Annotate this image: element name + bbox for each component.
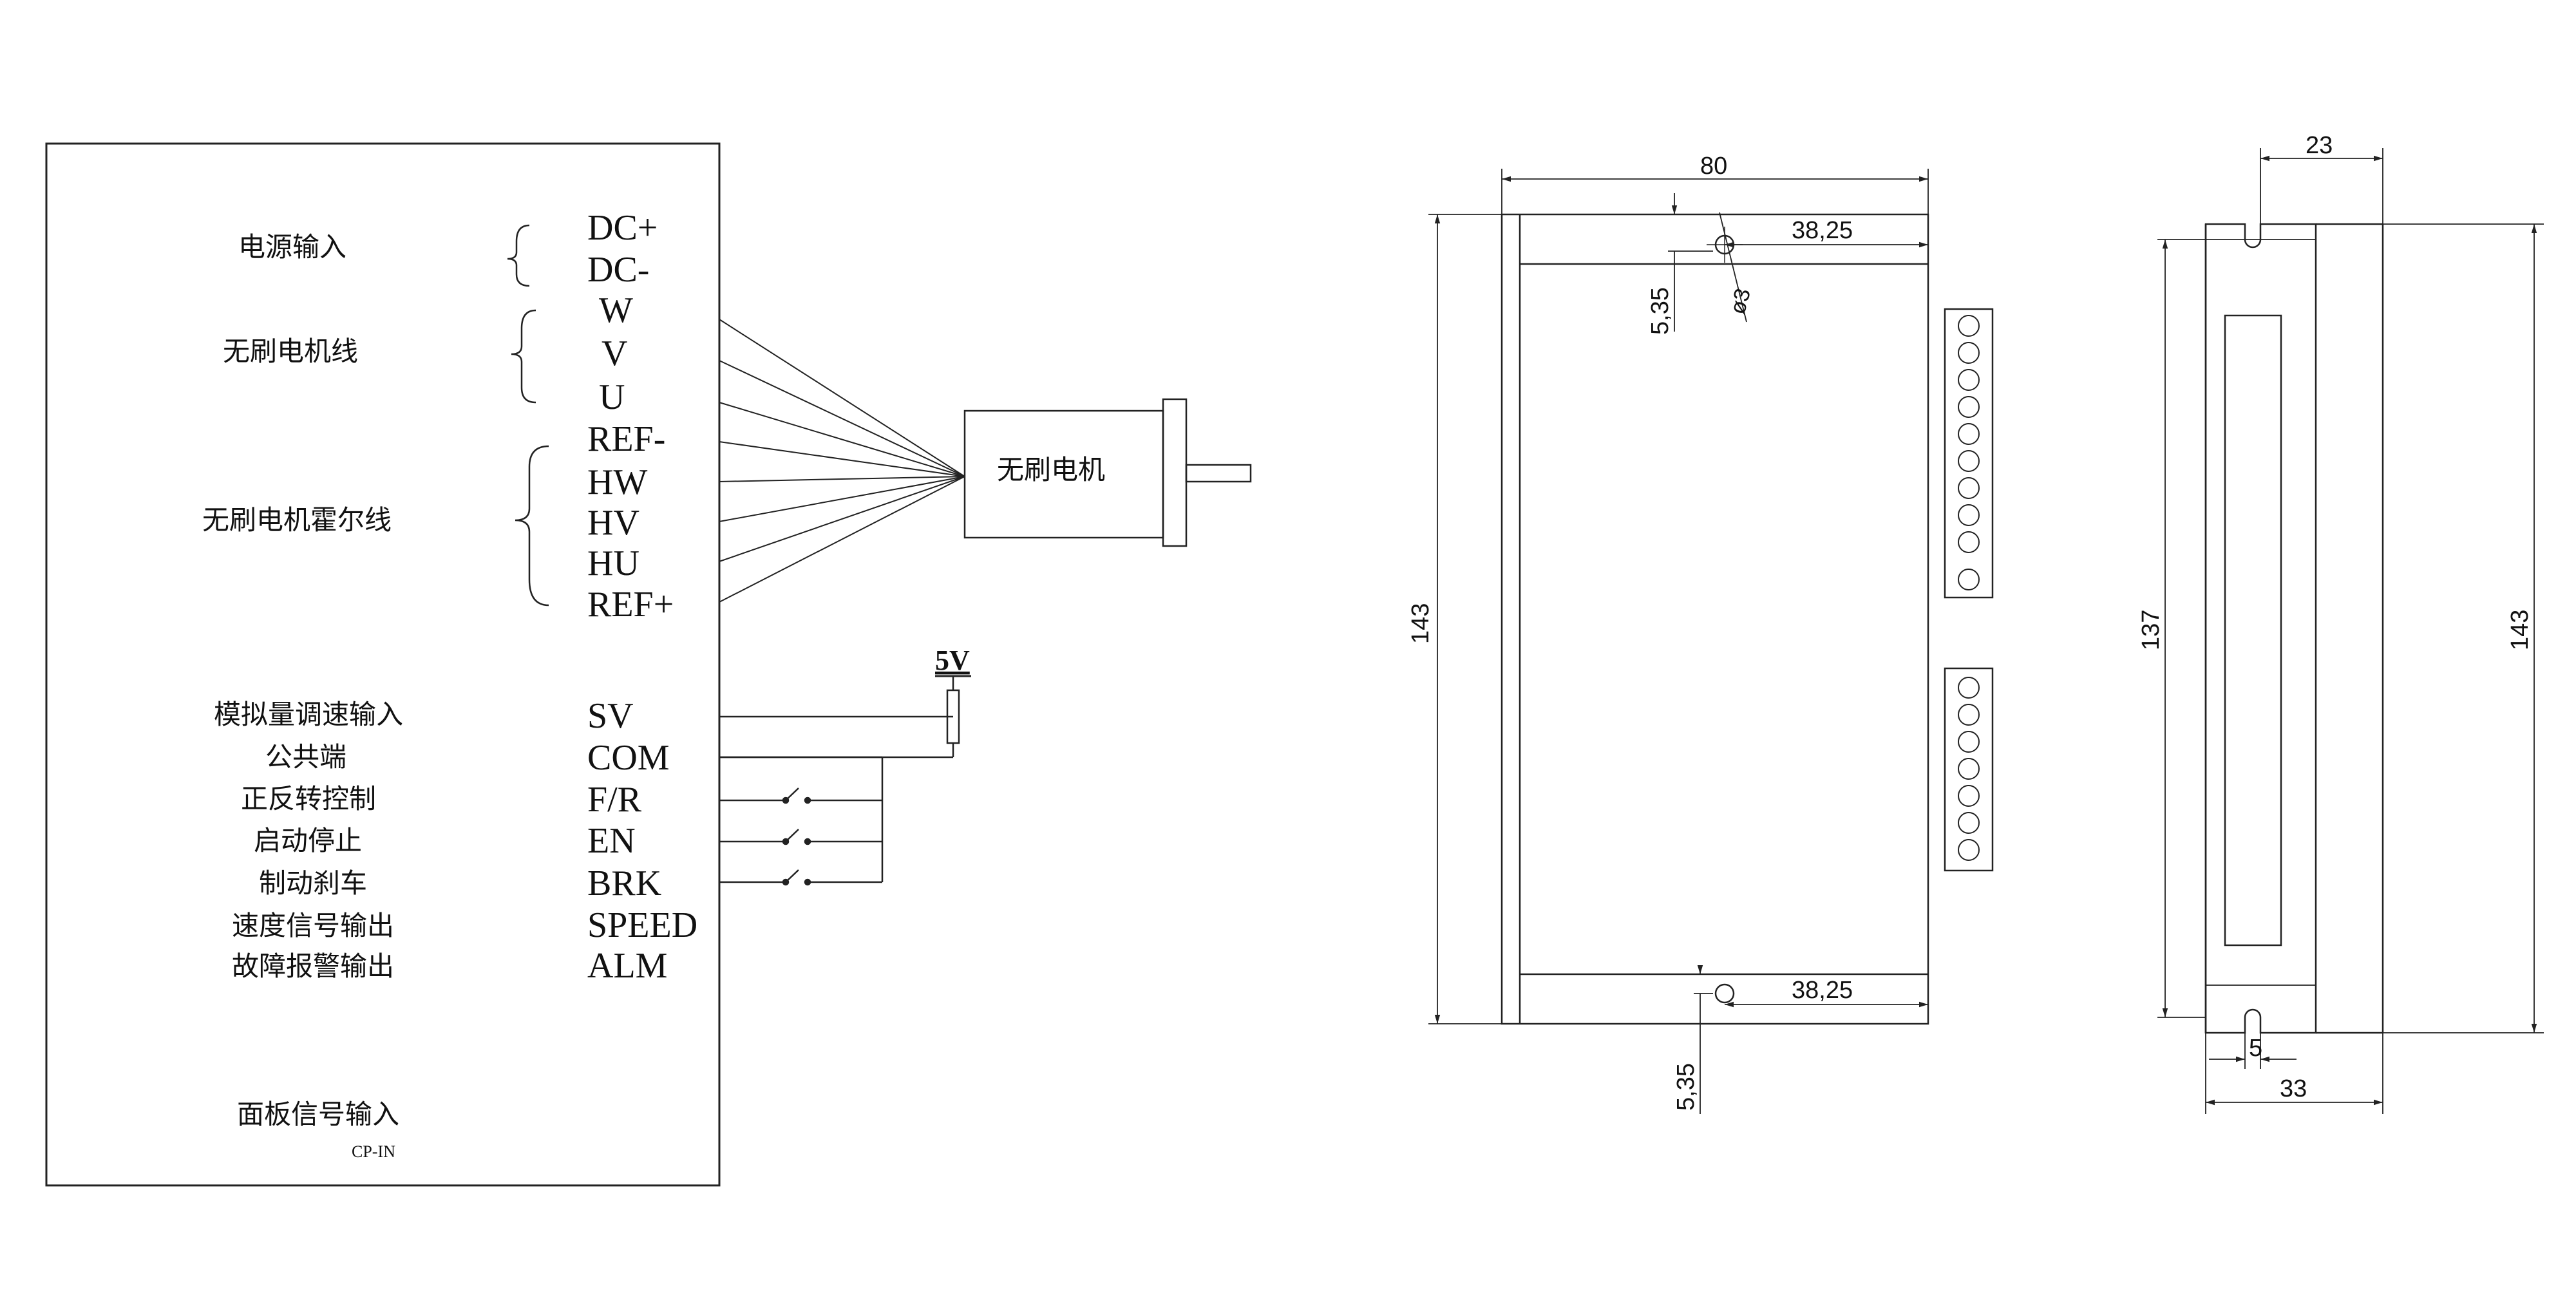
label-sv: 模拟量调速输入 <box>214 699 403 730</box>
terminal-sv: SV <box>587 696 634 736</box>
dim-side-slot-width-label: 5 <box>2249 1035 2262 1062</box>
terminal-alm: ALM <box>587 946 667 986</box>
dim-front-margin-bottom-label: 5,35 <box>1672 1063 1700 1111</box>
dim-front-hole-dia <box>1719 212 1747 323</box>
terminal-hv: HV <box>587 503 639 543</box>
side-view <box>2157 148 2544 1114</box>
terminal-dc-plus: DC+ <box>587 208 658 248</box>
dim-front-margin-top-label: 5,35 <box>1647 287 1674 335</box>
brace-motor <box>511 309 536 404</box>
terminal-hw: HW <box>587 462 647 502</box>
wiring-diagram <box>45 142 1252 1187</box>
terminal-com: COM <box>587 738 670 778</box>
side-window <box>2224 314 2282 947</box>
dim-front-height-label: 143 <box>1407 603 1434 644</box>
dim-front-width-label: 80 <box>1700 153 1727 180</box>
terminal-hu: HU <box>587 543 639 583</box>
dim-side-inner-height-label: 137 <box>2137 610 2164 650</box>
dim-front-hole-dia-label: ø3 <box>1725 286 1756 317</box>
terminal-brk: BRK <box>587 863 661 903</box>
dim-side-top-width-label: 23 <box>2306 132 2333 159</box>
label-panel-sub: CP-IN <box>352 1142 395 1161</box>
switch-en <box>719 829 882 845</box>
label-alm: 故障报警输出 <box>232 950 394 982</box>
terminal-v: V <box>601 334 627 373</box>
label-en: 启动停止 <box>254 825 362 856</box>
dim-side-bottom-width-label: 33 <box>2280 1075 2307 1102</box>
terminal-ref-plus: REF+ <box>587 585 674 625</box>
dim-side-outer-height-label: 143 <box>2506 610 2533 650</box>
label-panel-input: 面板信号输入 <box>237 1098 399 1130</box>
dim-front-hole-top-label: 38,25 <box>1792 217 1853 244</box>
terminal-fr: F/R <box>587 780 642 820</box>
terminal-ref-minus: REF- <box>587 419 665 459</box>
hole-bottom <box>1714 983 1735 1004</box>
terminal-block-lower-pins <box>1958 677 1980 861</box>
front-view <box>1428 169 1994 1114</box>
front-view-labels: 80 143 38,25 38,25 5,35 5,35 ø3 <box>1407 153 1853 1111</box>
label-com: 公共端 <box>265 741 346 773</box>
label-supply: 5V <box>935 645 970 676</box>
brace-power <box>507 224 530 287</box>
terminal-en: EN <box>587 821 636 861</box>
wiring-labels: 电源输入 无刷电机线 无刷电机霍尔线 DC+ DC- W V U REF- HW… <box>202 208 1105 1161</box>
side-outline <box>2204 223 2317 1034</box>
label-hall-lines: 无刷电机霍尔线 <box>202 504 392 536</box>
switch-brk <box>719 869 882 886</box>
terminal-w: W <box>599 290 633 330</box>
terminal-u: U <box>599 377 625 417</box>
label-motor-lines: 无刷电机线 <box>223 335 358 367</box>
side-view-labels: 23 137 143 5 33 <box>2137 132 2533 1102</box>
terminal-block-lower <box>1944 667 1994 872</box>
switch-fr <box>719 787 882 804</box>
terminal-block-upper <box>1944 308 1994 599</box>
label-speed: 速度信号输出 <box>232 910 394 941</box>
label-power-input: 电源输入 <box>238 231 346 263</box>
label-motor: 无刷电机 <box>997 454 1105 485</box>
driver-box <box>45 142 721 1187</box>
motor-wires <box>719 319 965 603</box>
motor-flange <box>1162 398 1188 547</box>
terminal-block-upper-pins <box>1958 315 1980 590</box>
terminal-speed: SPEED <box>587 905 697 945</box>
label-fr: 正反转控制 <box>241 783 376 815</box>
label-brk: 制动刹车 <box>259 867 367 899</box>
motor-shaft <box>1185 464 1252 483</box>
front-outline <box>1501 213 1929 1025</box>
terminal-dc-minus: DC- <box>587 250 649 290</box>
brace-hall <box>515 445 549 607</box>
dim-front-hole-bottom-label: 38,25 <box>1792 977 1853 1004</box>
